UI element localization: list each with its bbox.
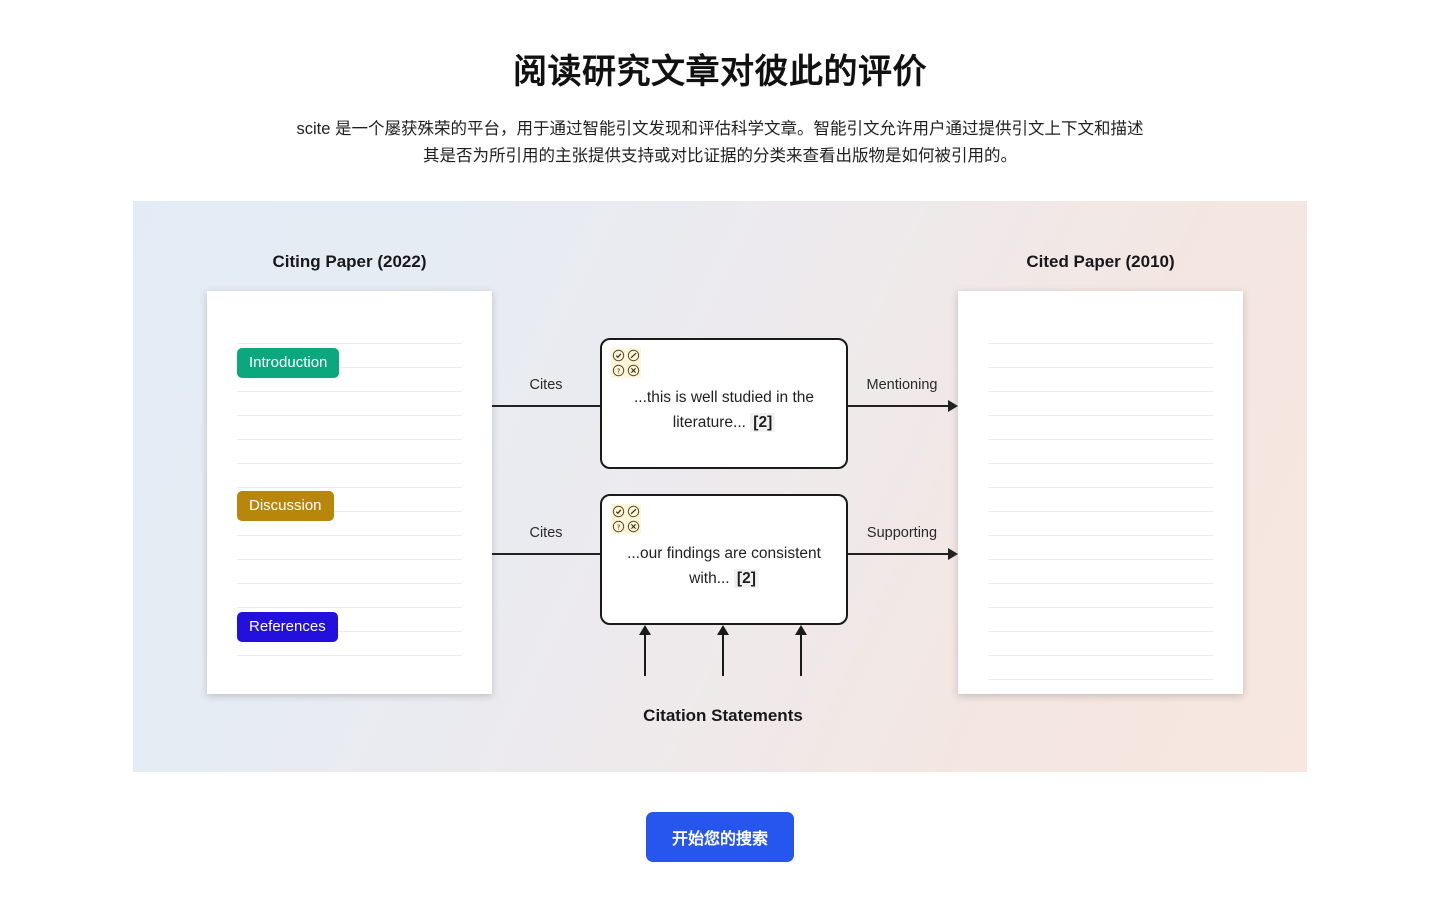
paper-ruled-line (988, 391, 1213, 392)
paper-ruled-line (988, 559, 1213, 560)
cited-paper-lines (988, 343, 1213, 680)
paper-ruled-line (237, 511, 462, 512)
connector-label-cites-top: Cites (529, 377, 563, 393)
paper-ruled-line (988, 463, 1213, 464)
slash-circle-icon (626, 504, 641, 519)
arrow-head-mentioning-icon (948, 400, 958, 412)
paper-ruled-line (237, 415, 462, 416)
section-badge-references: References (237, 612, 338, 642)
citation-diagram-panel: Citing Paper (2022) Cited Paper (2010) I… (133, 201, 1307, 772)
svg-text:?: ? (617, 367, 621, 375)
paper-ruled-line (988, 655, 1213, 656)
citation-statement-card: ? ...our findings are consistent with...… (600, 494, 848, 625)
paper-ruled-line (237, 463, 462, 464)
classification-icon-grid: ? (611, 348, 641, 378)
arrow-head-supporting-icon (948, 548, 958, 560)
slash-circle-icon (626, 348, 641, 363)
citing-paper-lines (237, 343, 462, 664)
connector-line-cites-bottom (492, 553, 600, 555)
connector-line-cites-top (492, 405, 600, 407)
cited-paper-title: Cited Paper (2010) (1026, 252, 1175, 271)
paper-ruled-line (988, 679, 1213, 680)
citation-statement-card: ? ...this is well studied in the literat… (600, 338, 848, 469)
check-circle-icon (611, 504, 626, 519)
paper-ruled-line (988, 367, 1213, 368)
paper-ruled-line (988, 631, 1213, 632)
paper-ruled-line (237, 535, 462, 536)
question-circle-icon: ? (611, 519, 626, 534)
page-subtitle: scite 是一个屡获殊荣的平台，用于通过智能引文发现和评估科学文章。智能引文允… (296, 120, 1144, 166)
paper-ruled-line (988, 439, 1213, 440)
paper-ruled-line (988, 583, 1213, 584)
connector-line-mentioning (848, 405, 956, 407)
connector-label-supporting: Supporting (866, 525, 938, 541)
x-circle-icon (626, 519, 641, 534)
paper-ruled-line (237, 367, 462, 368)
question-circle-icon: ? (611, 363, 626, 378)
x-circle-icon (626, 363, 641, 378)
statement-reference: [2] (733, 568, 759, 588)
paper-ruled-line (237, 583, 462, 584)
paper-ruled-line (988, 487, 1213, 488)
paper-ruled-line (988, 607, 1213, 608)
citation-statement-arrow-icon (639, 625, 651, 676)
statement-body: ...our findings are consistent with... (627, 545, 821, 587)
check-circle-icon (611, 348, 626, 363)
cited-paper-sheet (958, 291, 1243, 694)
paper-ruled-line (988, 343, 1213, 344)
citing-paper-sheet: Introduction Discussion References (207, 291, 492, 694)
citation-statement-text: ...our findings are consistent with... [… (616, 542, 832, 592)
paper-ruled-line (237, 439, 462, 440)
connector-label-cites-bottom: Cites (529, 525, 563, 541)
paper-ruled-line (237, 655, 462, 656)
section-badge-discussion: Discussion (237, 491, 334, 521)
citation-statement-arrow-icon (717, 625, 729, 676)
svg-text:?: ? (617, 523, 621, 531)
paper-ruled-line (237, 607, 462, 608)
paper-ruled-line (237, 391, 462, 392)
connector-line-supporting (848, 553, 956, 555)
paper-ruled-line (237, 343, 462, 344)
classification-icon-grid: ? (611, 504, 641, 534)
connector-label-mentioning: Mentioning (866, 377, 938, 393)
paper-ruled-line (237, 559, 462, 560)
paper-ruled-line (988, 415, 1213, 416)
start-search-button[interactable]: 开始您的搜索 (645, 812, 794, 862)
cta-section: 开始您的搜索 (0, 812, 1440, 862)
citing-paper-title: Citing Paper (2022) (272, 252, 427, 271)
statement-body: ...this is well studied in the literatur… (633, 389, 815, 431)
statement-reference: [2] (750, 412, 776, 432)
paper-ruled-line (237, 487, 462, 488)
paper-ruled-line (988, 535, 1213, 536)
citation-statement-text: ...this is well studied in the literatur… (616, 386, 832, 436)
paper-ruled-line (237, 631, 462, 632)
citation-statement-arrow-icon (795, 625, 807, 676)
paper-ruled-line (988, 511, 1213, 512)
citation-statements-label: Citation Statements (643, 706, 803, 725)
section-badge-introduction: Introduction (237, 348, 340, 378)
page-header: 阅读研究文章对彼此的评价 scite 是一个屡获殊荣的平台，用于通过智能引文发现… (0, 0, 1440, 171)
page-title: 阅读研究文章对彼此的评价 (513, 53, 927, 91)
